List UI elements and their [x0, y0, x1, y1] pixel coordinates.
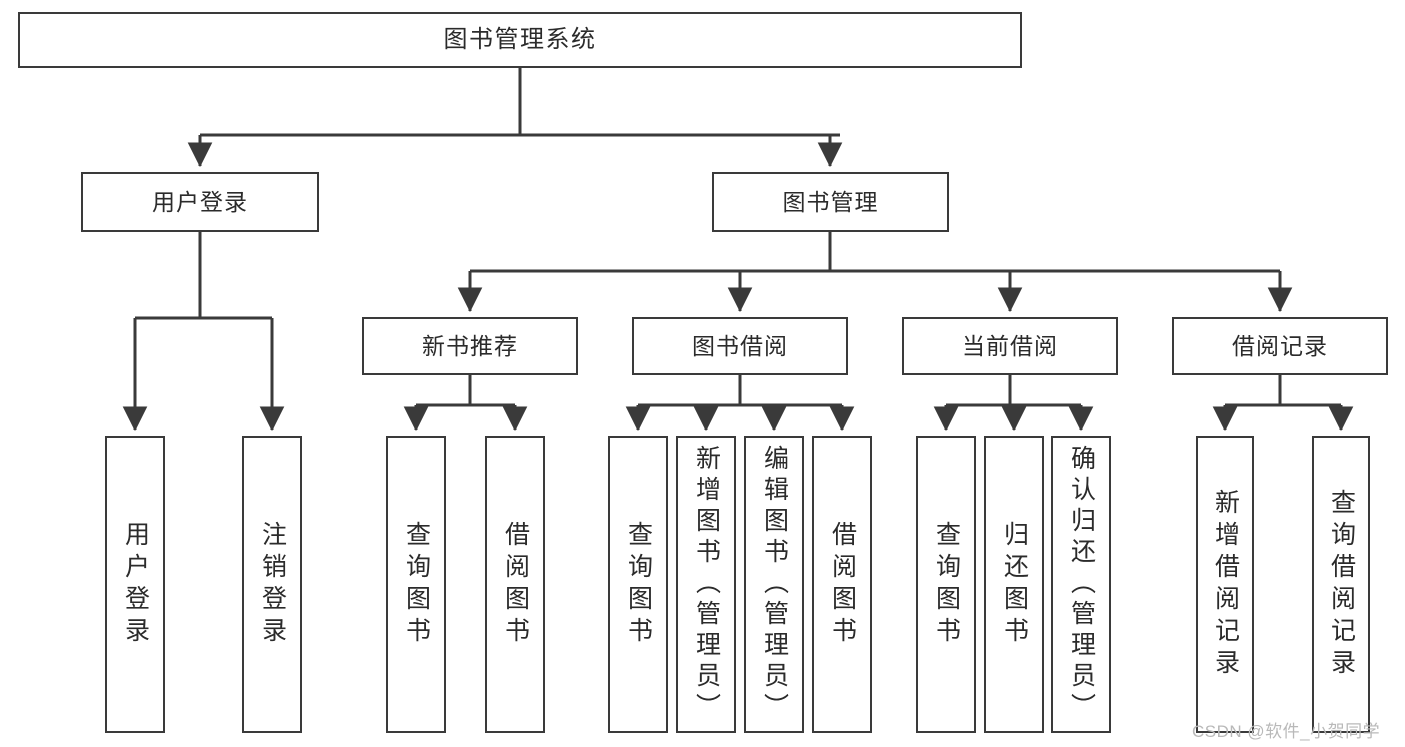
node-root-label: 图书管理系统 [443, 26, 597, 54]
node-leaf-user-login-label: 用户登录 [121, 520, 150, 649]
node-current-borrow[interactable]: 当前借阅 [902, 317, 1118, 375]
node-leaf-borrow-book-2-label: 借阅图书 [828, 520, 857, 649]
node-leaf-query-record[interactable]: 查询借阅记录 [1312, 436, 1370, 733]
node-leaf-add-book[interactable]: 新增图书（管理员） [676, 436, 736, 733]
node-borrow-record-label: 借阅记录 [1232, 332, 1328, 359]
node-new-book-rec[interactable]: 新书推荐 [362, 317, 578, 375]
node-leaf-add-book-label: 新增图书（管理员） [692, 445, 721, 724]
node-book-manage[interactable]: 图书管理 [712, 172, 949, 232]
node-book-borrow[interactable]: 图书借阅 [632, 317, 848, 375]
node-leaf-user-login[interactable]: 用户登录 [105, 436, 165, 733]
node-leaf-query-book-2-label: 查询图书 [624, 520, 653, 649]
node-leaf-confirm-return[interactable]: 确认归还（管理员） [1051, 436, 1111, 733]
node-leaf-logout[interactable]: 注销登录 [242, 436, 302, 733]
node-leaf-edit-book[interactable]: 编辑图书（管理员） [744, 436, 804, 733]
node-leaf-add-record[interactable]: 新增借阅记录 [1196, 436, 1254, 733]
node-root[interactable]: 图书管理系统 [18, 12, 1022, 68]
node-leaf-query-book-1-label: 查询图书 [402, 520, 431, 649]
watermark: CSDN @软件_小贺同学 [1192, 722, 1381, 741]
node-current-borrow-label: 当前借阅 [962, 332, 1058, 359]
node-leaf-confirm-return-label: 确认归还（管理员） [1067, 445, 1096, 724]
node-leaf-edit-book-label: 编辑图书（管理员） [760, 445, 789, 724]
node-leaf-query-book-2[interactable]: 查询图书 [608, 436, 668, 733]
node-leaf-query-book-3-label: 查询图书 [932, 520, 961, 649]
node-leaf-return-book-label: 归还图书 [1000, 520, 1029, 649]
node-user-login[interactable]: 用户登录 [81, 172, 319, 232]
node-borrow-record[interactable]: 借阅记录 [1172, 317, 1388, 375]
node-leaf-add-record-label: 新增借阅记录 [1211, 488, 1240, 681]
node-new-book-rec-label: 新书推荐 [422, 332, 518, 359]
node-leaf-return-book[interactable]: 归还图书 [984, 436, 1044, 733]
node-leaf-query-book-3[interactable]: 查询图书 [916, 436, 976, 733]
node-leaf-borrow-book-1-label: 借阅图书 [501, 520, 530, 649]
node-user-login-label: 用户登录 [152, 188, 248, 215]
node-book-borrow-label: 图书借阅 [692, 332, 788, 359]
node-book-manage-label: 图书管理 [782, 188, 879, 215]
node-leaf-borrow-book-1[interactable]: 借阅图书 [485, 436, 545, 733]
node-leaf-query-book-1[interactable]: 查询图书 [386, 436, 446, 733]
node-leaf-logout-label: 注销登录 [258, 520, 287, 649]
node-leaf-query-record-label: 查询借阅记录 [1327, 488, 1356, 681]
node-leaf-borrow-book-2[interactable]: 借阅图书 [812, 436, 872, 733]
